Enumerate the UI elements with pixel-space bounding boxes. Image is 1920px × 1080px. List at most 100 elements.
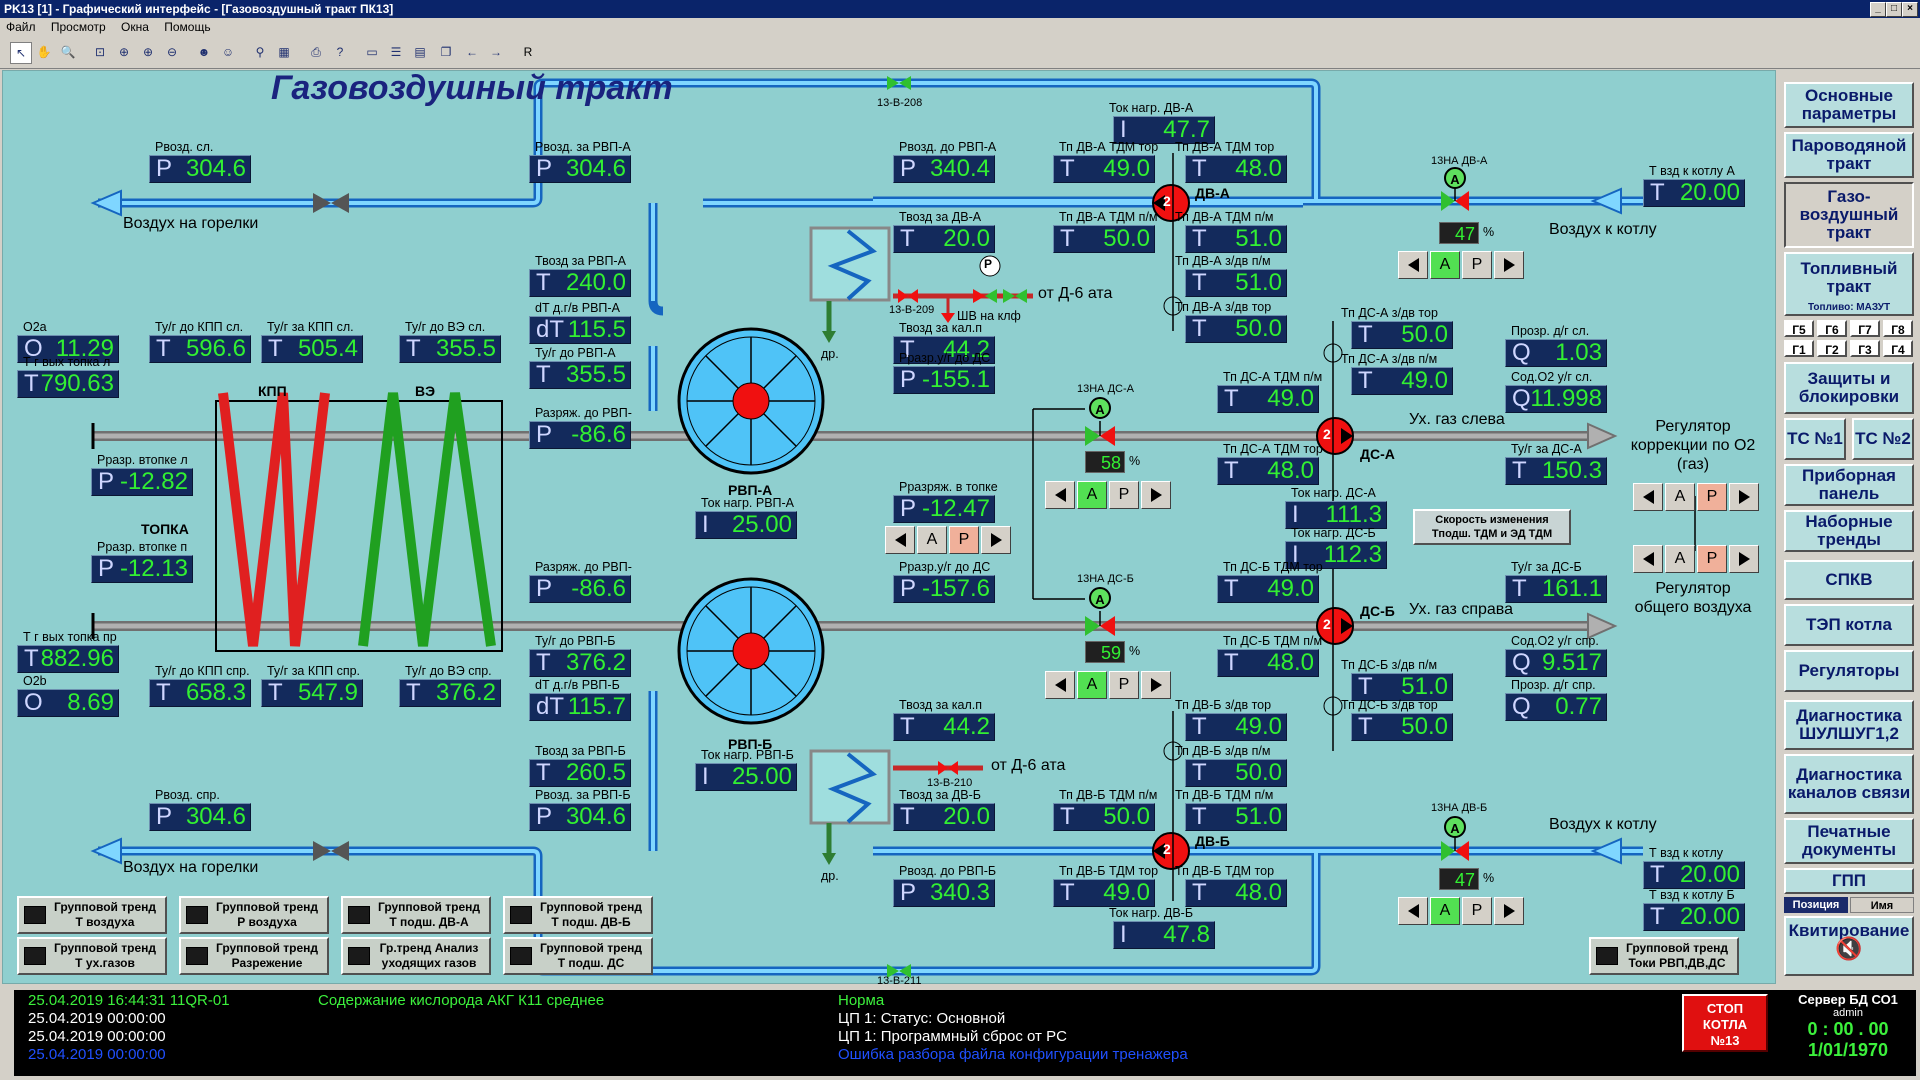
pointer-icon[interactable]: ↖ <box>10 42 32 64</box>
reg-o2-decrease-button[interactable] <box>1633 483 1663 511</box>
dvb-auto-button[interactable]: А <box>1430 897 1460 925</box>
value-display-p-razr-rvpb[interactable]: P-86.6 <box>529 575 631 603</box>
reg-o2-manual-button[interactable]: Р <box>1697 483 1727 511</box>
calc-icon[interactable]: ▦ <box>278 45 290 59</box>
menu-help[interactable]: Помощь <box>164 20 211 34</box>
layout-1-icon[interactable]: ▭ <box>366 45 378 59</box>
reg-o2-auto-button[interactable]: А <box>1665 483 1695 511</box>
zoom-1to1-icon[interactable]: ⊡ <box>94 45 106 59</box>
speed-change-button[interactable]: Скорость изменения Тподш. ТДМ и ЭД ТДМ <box>1413 509 1571 545</box>
stop-boiler-button[interactable]: СТОП КОТЛА №13 <box>1682 994 1768 1052</box>
zoom-in-icon[interactable]: ⊕ <box>142 45 154 59</box>
dsb-auto-button[interactable]: А <box>1077 671 1107 699</box>
dva-manual-button[interactable]: Р <box>1462 251 1492 279</box>
g6-button[interactable]: Г6 <box>1817 320 1847 337</box>
hand-icon[interactable]: ✋ <box>36 45 52 59</box>
dsa-decrease-button[interactable] <box>1045 481 1075 509</box>
dvb-increase-button[interactable] <box>1494 897 1524 925</box>
tab-position[interactable]: Позиция <box>1784 897 1848 913</box>
r-button[interactable]: R <box>523 45 533 59</box>
nav-gas-air[interactable]: Газо-воздушный тракт <box>1784 182 1914 248</box>
nav-custom-trends[interactable]: Наборные тренды <box>1784 510 1914 552</box>
g2-button[interactable]: Г2 <box>1817 340 1847 357</box>
dsa-auto-button[interactable]: А <box>1077 481 1107 509</box>
dva-auto-button[interactable]: А <box>1430 251 1460 279</box>
dsb-decrease-button[interactable] <box>1045 671 1075 699</box>
nav-ts1[interactable]: ТС №1 <box>1784 418 1846 460</box>
reg-air-manual-button[interactable]: Р <box>1697 545 1727 573</box>
nav-fuel[interactable]: Топливный тракт Топливо: МАЗУТ <box>1784 252 1914 316</box>
value-display-p-razr-topka-p[interactable]: P-12.13 <box>91 555 193 583</box>
nav-spkv[interactable]: СПКВ <box>1784 560 1914 600</box>
help-icon[interactable]: ? <box>336 45 344 59</box>
close-button[interactable]: × <box>1902 2 1918 17</box>
razr-auto-button[interactable]: А <box>917 526 947 554</box>
value-display-p-razr-topke[interactable]: P-12.47 <box>893 495 995 523</box>
nav-diag-shulshug[interactable]: Диагностика ШУЛШУГ1,2 <box>1784 700 1914 750</box>
razr-decrease-button[interactable] <box>885 526 915 554</box>
dsb-increase-button[interactable] <box>1141 671 1171 699</box>
dsb-manual-button[interactable]: Р <box>1109 671 1139 699</box>
nav-regulators[interactable]: Регуляторы <box>1784 650 1914 692</box>
nav-main-params[interactable]: Основные параметры <box>1784 82 1914 128</box>
print-icon[interactable]: ⎙ <box>311 45 321 59</box>
value-display-p-razr-ds[interactable]: P-155.1 <box>893 366 995 394</box>
dsa-manual-button[interactable]: Р <box>1109 481 1139 509</box>
window-icon[interactable]: ❐ <box>440 45 452 59</box>
dvb-manual-button[interactable]: Р <box>1462 897 1492 925</box>
zoom-icon[interactable]: 🔍 <box>60 45 76 59</box>
menu-file[interactable]: Файл <box>6 20 36 34</box>
tab-name[interactable]: Имя <box>1850 897 1914 913</box>
g3-button[interactable]: Г3 <box>1850 340 1880 357</box>
nav-diag-channels[interactable]: Диагностика каналов связи <box>1784 754 1914 814</box>
maximize-button[interactable]: □ <box>1886 2 1902 17</box>
razr-manual-button[interactable]: Р <box>949 526 979 554</box>
g1-button[interactable]: Г1 <box>1784 340 1814 357</box>
reg-air-decrease-button[interactable] <box>1633 545 1663 573</box>
dva-increase-button[interactable] <box>1494 251 1524 279</box>
g7-button[interactable]: Г7 <box>1850 320 1880 337</box>
